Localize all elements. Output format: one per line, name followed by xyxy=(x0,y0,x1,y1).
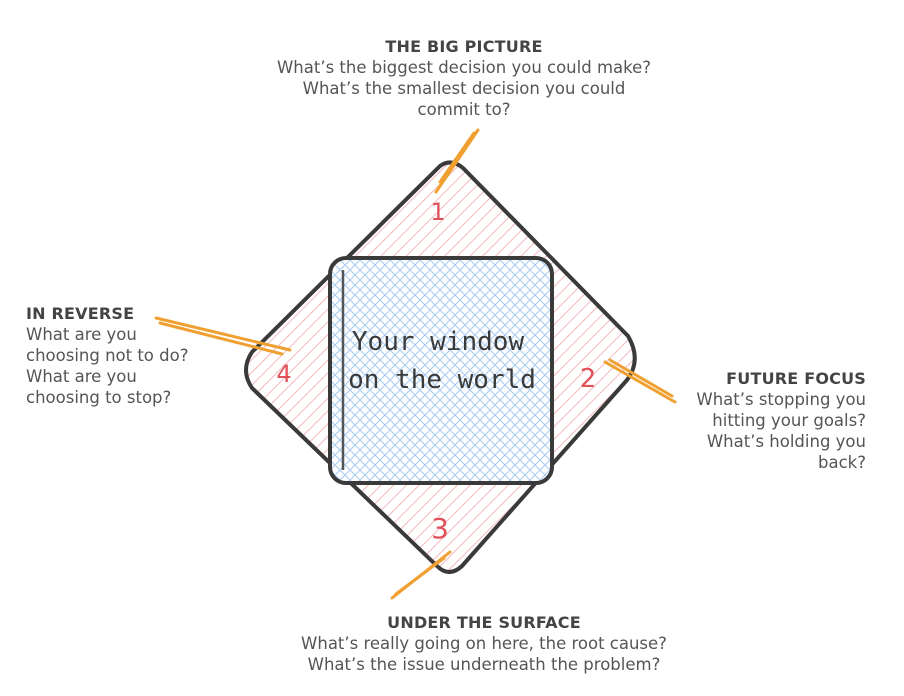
section-line: What are you xyxy=(26,367,137,386)
number-4: 4 xyxy=(276,360,291,388)
section-line: back? xyxy=(818,453,866,472)
leader-line-top xyxy=(434,128,480,194)
number-3: 3 xyxy=(431,512,449,545)
section-future-focus: FUTURE FOCUS What’s stopping you hitting… xyxy=(696,368,866,473)
section-line: choosing not to do? xyxy=(26,346,189,365)
section-under-the-surface: UNDER THE SURFACE What’s really going on… xyxy=(0,612,904,675)
section-in-reverse: IN REVERSE What are you choosing not to … xyxy=(26,303,188,408)
section-title: UNDER THE SURFACE xyxy=(387,613,581,632)
section-line: hitting your goals? xyxy=(712,411,866,430)
leader-line-left xyxy=(154,316,292,356)
inner-window-square xyxy=(328,256,554,485)
center-text-line-2: on the world xyxy=(348,365,536,395)
leader-line-bottom xyxy=(390,550,452,600)
section-line: What’s the smallest decision you could xyxy=(302,79,626,98)
section-line: What’s really going on here, the root ca… xyxy=(301,634,667,653)
number-2: 2 xyxy=(580,364,597,394)
section-line: commit to? xyxy=(417,100,511,119)
section-line: What’s the issue underneath the problem? xyxy=(307,655,661,674)
number-1: 1 xyxy=(430,198,445,226)
section-line: choosing to stop? xyxy=(26,388,172,407)
section-line: What’s holding you xyxy=(706,432,866,451)
center-text-line-1: Your window xyxy=(352,327,525,357)
section-line: What’s the biggest decision you could ma… xyxy=(276,58,652,77)
section-line: What’s stopping you xyxy=(696,390,866,409)
section-big-picture: THE BIG PICTURE What’s the biggest decis… xyxy=(0,36,904,120)
leader-line-right xyxy=(603,358,677,404)
section-title: FUTURE FOCUS xyxy=(726,369,866,388)
section-title: IN REVERSE xyxy=(26,304,135,323)
section-line: What are you xyxy=(26,325,137,344)
section-title: THE BIG PICTURE xyxy=(385,37,543,56)
